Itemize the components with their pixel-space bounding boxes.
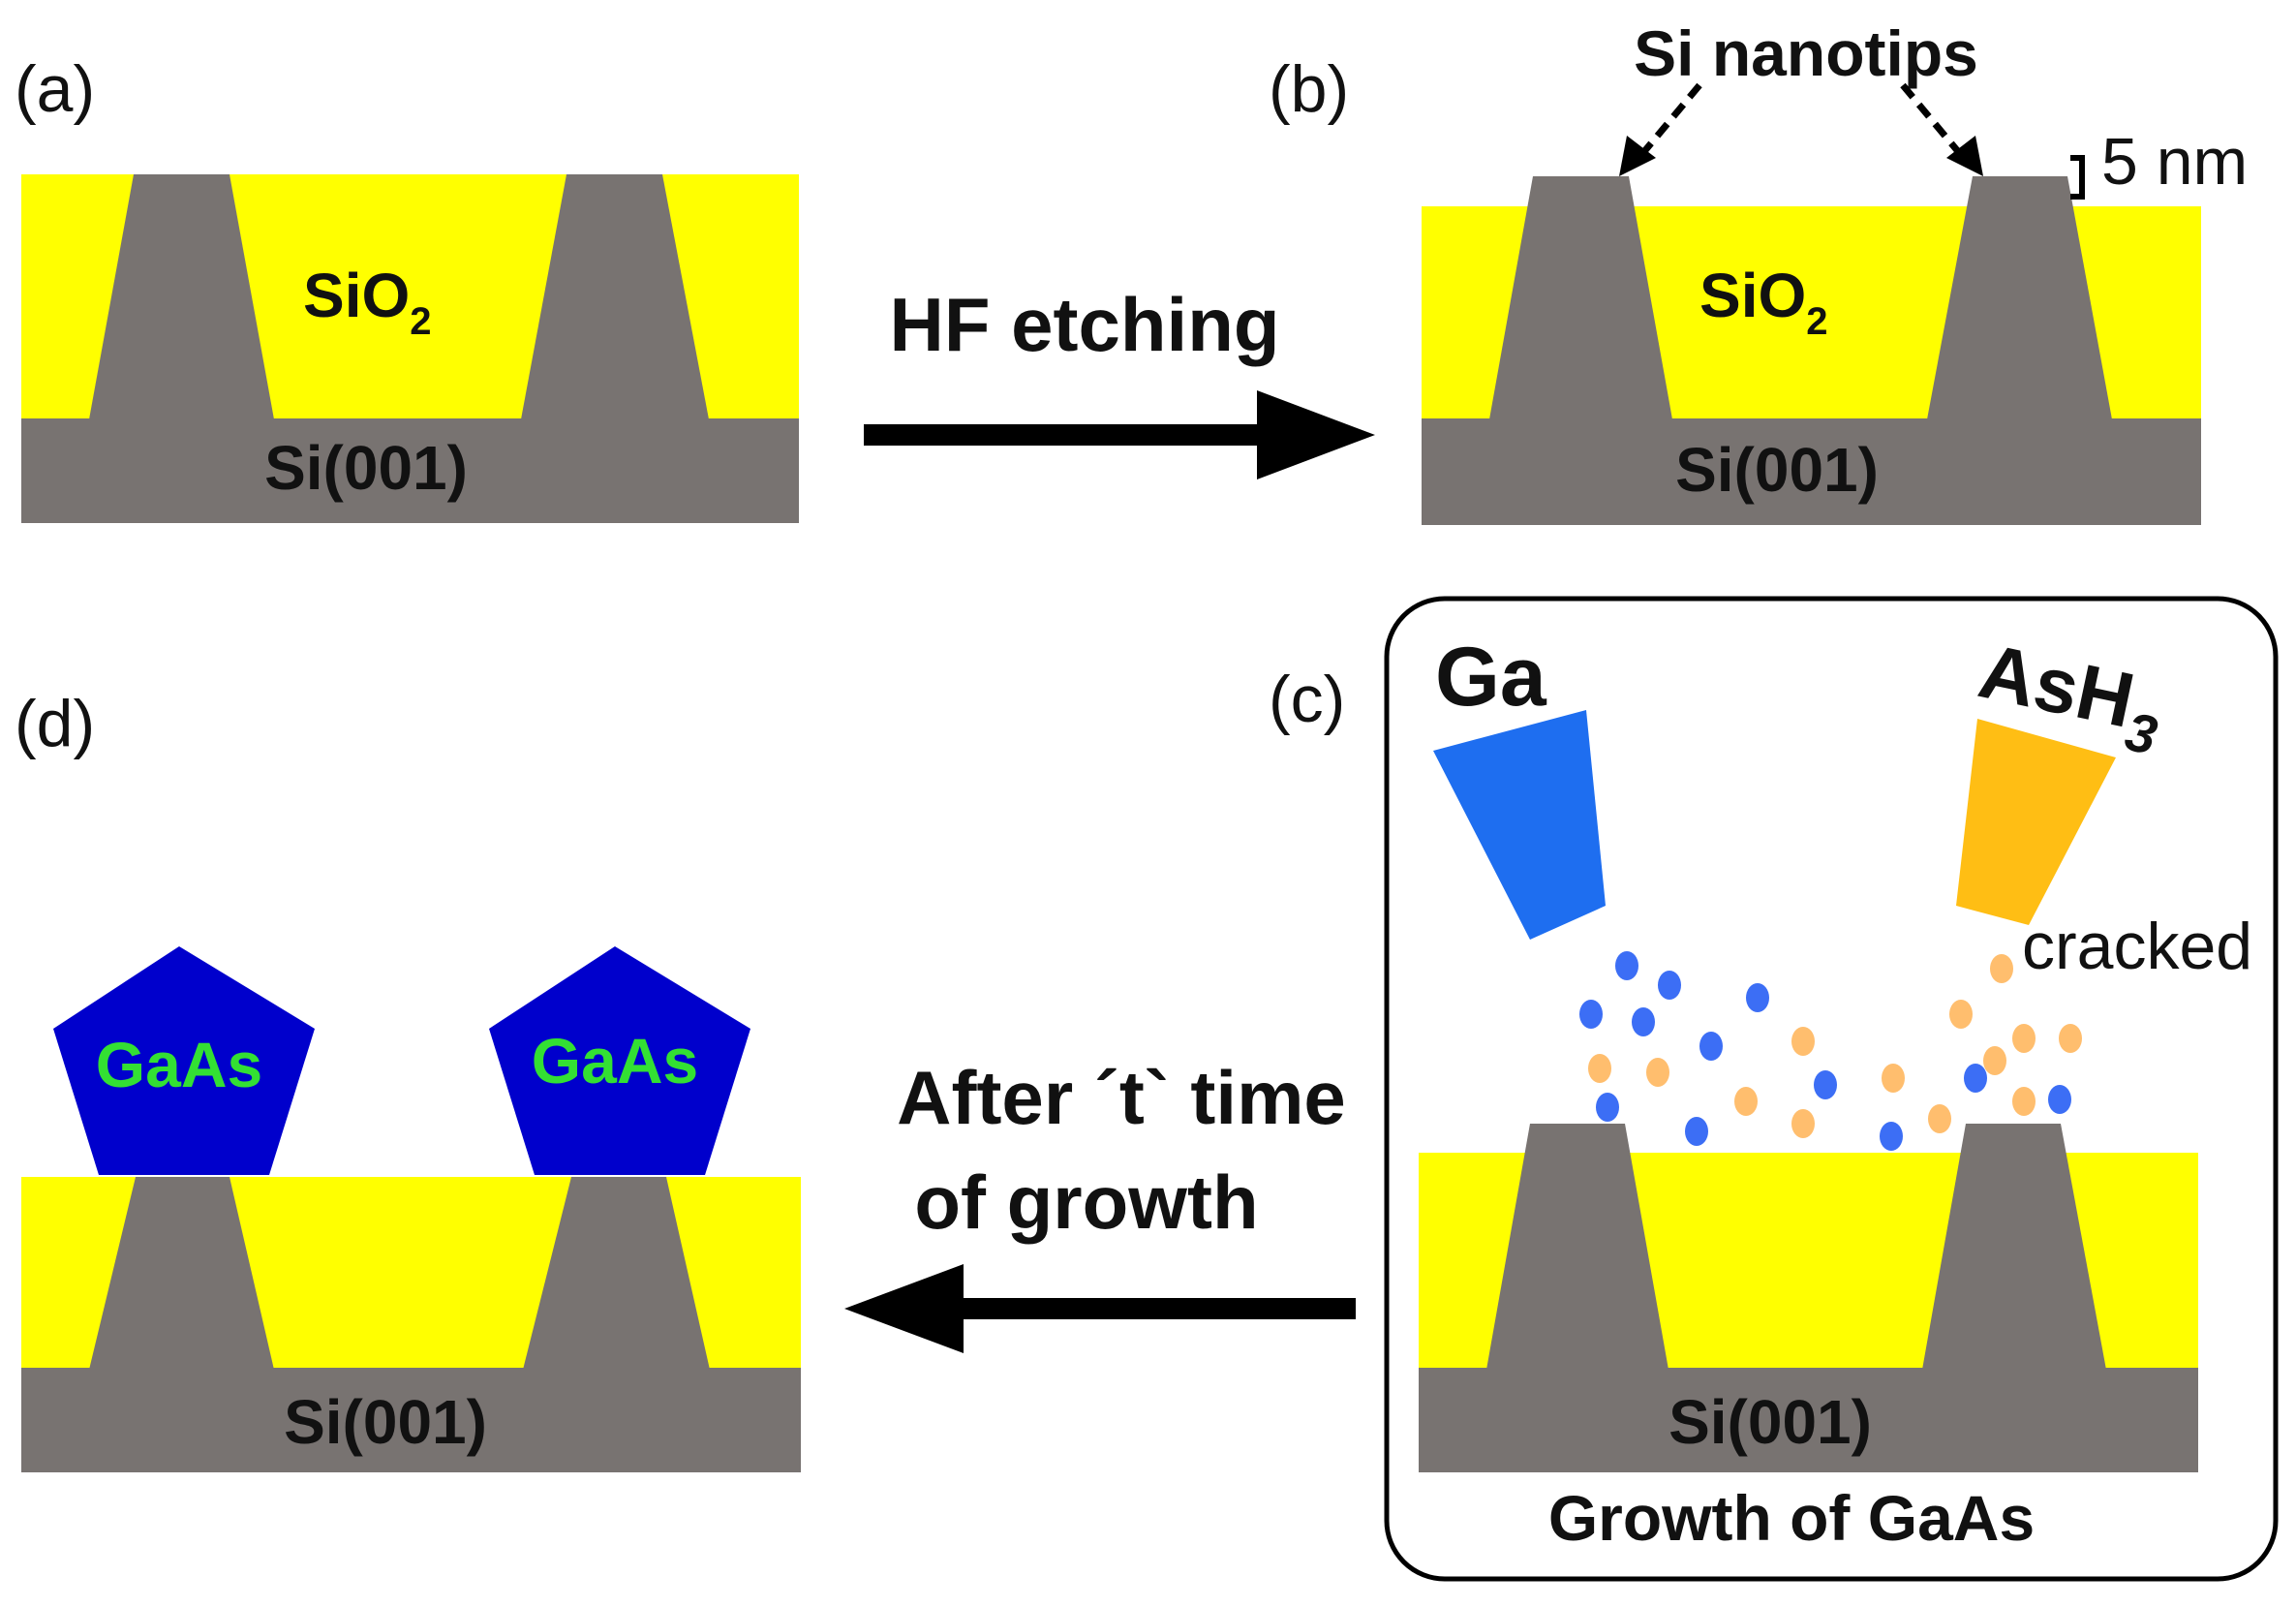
etch-arrow-label: HF etching	[890, 282, 1280, 367]
ga-atom	[1596, 1093, 1619, 1122]
panel-a-si-pillar-right	[521, 174, 709, 419]
as-atom	[2059, 1024, 2082, 1053]
gaas-crystal-right	[489, 946, 750, 1175]
panel-c-substrate-label: Si(001)	[1668, 1387, 1872, 1457]
panel-d-si-pillar-right	[523, 1177, 710, 1370]
as-atom	[1928, 1104, 1951, 1133]
ga-atom	[1685, 1117, 1708, 1146]
ash3-gas-cell	[1956, 719, 2116, 925]
nanotips-arrowhead-right	[1946, 136, 1983, 176]
growth-arrow-head	[844, 1264, 964, 1353]
panel-c-si-pillar-left	[1486, 1124, 1668, 1370]
growth-arrow-label-line2: of growth	[914, 1159, 1258, 1245]
panel-d-si-pillar-left	[89, 1177, 274, 1370]
panel-b-si-substrate	[1422, 418, 2201, 525]
height-label: 5 nm	[2101, 125, 2248, 199]
panel-a-si-pillar-left	[89, 174, 274, 419]
as-atom	[1949, 1000, 1973, 1029]
growth-arrow-label-line1: After ´t` time	[897, 1055, 1346, 1140]
as-atom	[1734, 1087, 1758, 1116]
ga-atom	[1699, 1032, 1723, 1061]
as-atom	[1791, 1027, 1815, 1056]
panel-b-substrate-label: Si(001)	[1675, 435, 1879, 505]
growth-arrow: After ´t` time of growth	[844, 1055, 1356, 1353]
as-atoms	[1588, 954, 2082, 1138]
as-atom	[1882, 1064, 1905, 1093]
nanotips-arrowhead-left	[1619, 136, 1656, 176]
ga-atoms	[1579, 951, 2071, 1151]
panel-c-label: (c)	[1269, 663, 1345, 736]
ga-atom	[1746, 983, 1769, 1012]
nanotips-label: Si nanotips	[1634, 17, 1978, 89]
ga-atom	[1579, 1000, 1603, 1029]
etch-arrow-head	[1257, 390, 1375, 479]
panel-d: (d) Si(001) GaAs GaAs	[15, 687, 801, 1472]
ga-atom	[2048, 1085, 2071, 1114]
panel-a-oxide-label: SiO2	[303, 261, 432, 343]
growth-chamber-frame	[1384, 596, 2279, 1582]
panel-a-label: (a)	[15, 52, 95, 126]
growth-arrow-shaft	[949, 1298, 1356, 1319]
growth-caption: Growth of GaAs	[1548, 1482, 2035, 1554]
as-atom	[1983, 1046, 2006, 1075]
ga-atom	[1615, 951, 1638, 980]
ga-source-label: Ga	[1435, 631, 1547, 724]
nanotips-pointer-arrows	[1638, 82, 1964, 158]
cracked-label: cracked	[2022, 910, 2252, 983]
panel-b-si-pillar-right	[1927, 176, 2112, 419]
as-atom	[1990, 954, 2013, 983]
panel-b-label: (b)	[1269, 52, 1349, 126]
as-atom	[1646, 1058, 1669, 1087]
as-atom	[1791, 1109, 1815, 1138]
panel-c-si-pillar-right	[1922, 1124, 2106, 1370]
ga-effusion-cell	[1433, 710, 1606, 940]
height-bracket	[2070, 155, 2085, 200]
as-atom	[1588, 1054, 1611, 1083]
panel-c-si-substrate	[1419, 1368, 2198, 1472]
ga-atom	[1880, 1122, 1903, 1151]
panel-b: (b) SiO2 Si(001) Si nanotips 5 nm	[1269, 17, 2248, 525]
panel-b-si-pillar-left	[1489, 176, 1672, 419]
panel-c: (c) Si(001) Ga AsH3 cracked	[1269, 596, 2279, 1582]
gaas-crystal-left	[53, 946, 315, 1175]
ga-atom	[1658, 971, 1681, 1000]
panel-d-substrate-label: Si(001)	[284, 1387, 487, 1457]
panel-a-si-substrate	[21, 418, 799, 523]
panel-a-substrate-label: Si(001)	[264, 433, 468, 503]
panel-b-oxide-label: SiO2	[1699, 261, 1828, 343]
as-atom	[2012, 1087, 2036, 1116]
ga-atom	[1964, 1064, 1987, 1093]
gaas-crystal-left-label: GaAs	[96, 1029, 262, 1100]
etch-arrow: HF etching	[864, 282, 1375, 479]
panel-d-si-substrate	[21, 1368, 801, 1472]
gaas-crystal-right-label: GaAs	[532, 1025, 698, 1097]
panel-a: (a) SiO2 Si(001)	[15, 52, 799, 523]
ga-atom	[1814, 1070, 1837, 1099]
ga-atom	[1632, 1007, 1655, 1036]
panel-d-label: (d)	[15, 687, 95, 760]
etch-arrow-shaft	[864, 424, 1270, 446]
as-atom	[2012, 1024, 2036, 1053]
